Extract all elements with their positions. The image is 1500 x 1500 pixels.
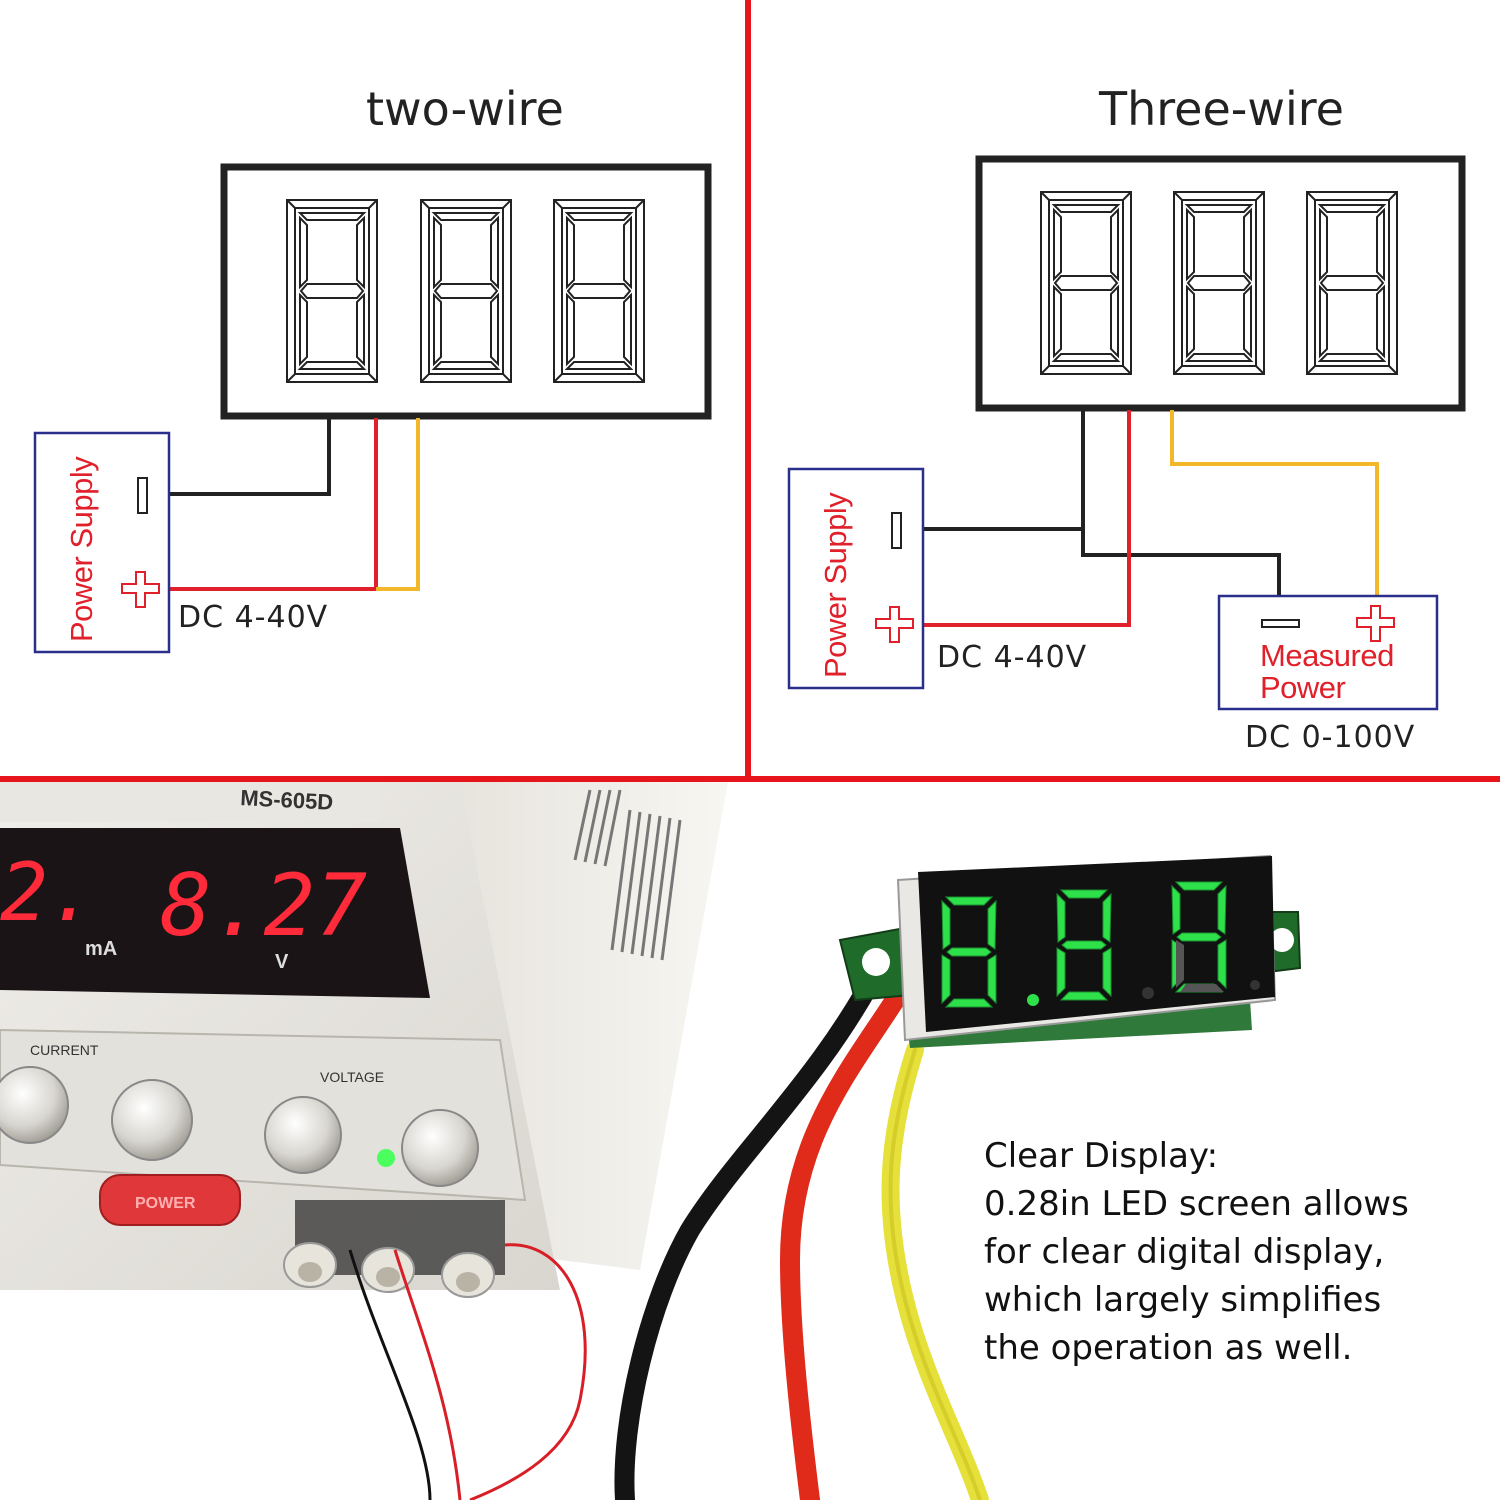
power-supply-label: Power Supply — [64, 456, 99, 642]
knob-current-fine[interactable] — [0, 1066, 69, 1144]
caption-line: for clear digital display, — [984, 1232, 1385, 1272]
cv-indicator-led — [377, 1149, 395, 1167]
knob-voltage-coarse[interactable] — [401, 1109, 479, 1187]
two-wire-power-supply-box — [33, 431, 171, 654]
two-wire-wires — [170, 418, 420, 591]
bench-unit-v: V — [275, 951, 289, 973]
power-supply-label: Power Supply — [818, 492, 853, 678]
bench-power-supply: MS-605D 2. 8.27 mA V CURRENT VOLTAGE POW… — [0, 782, 728, 1500]
two-wire-title: two-wire — [366, 82, 564, 136]
vertical-divider — [745, 0, 751, 780]
plus-terminal-icon — [121, 571, 160, 608]
caption-line: Clear Display: — [984, 1136, 1219, 1176]
horizontal-divider — [0, 776, 1500, 782]
knob-label-current: CURRENT — [30, 1042, 99, 1058]
three-wire-display-module — [975, 155, 1466, 412]
bench-current-readout: 2. — [0, 846, 96, 939]
knob-voltage-fine[interactable] — [264, 1096, 342, 1174]
three-wire-power-supply-box — [787, 467, 925, 690]
bench-unit-ma: mA — [85, 938, 117, 960]
measured-power-label: Measured Power — [1260, 638, 1394, 705]
caption-line: 0.28in LED screen allows — [984, 1184, 1409, 1224]
three-wire-title: Three-wire — [1099, 82, 1344, 136]
bench-model-label: MS-605D — [240, 785, 334, 815]
three-wire-wires — [924, 410, 1379, 627]
knob-current-coarse[interactable] — [111, 1079, 193, 1161]
two-wire-voltage-label: DC 4-40V — [178, 600, 329, 635]
plus-terminal-icon — [875, 606, 914, 643]
plus-terminal-icon — [1356, 605, 1395, 642]
power-button[interactable] — [99, 1174, 241, 1226]
minus-terminal-icon — [137, 477, 148, 514]
measured-voltage-label: DC 0-100V — [1245, 720, 1416, 755]
three-wire-voltage-label: DC 4-40V — [937, 640, 1088, 675]
minus-terminal-icon — [1261, 619, 1300, 628]
output-terminals[interactable] — [283, 1242, 495, 1298]
minus-terminal-icon — [891, 512, 902, 549]
caption-line: which largely simplifies — [984, 1280, 1382, 1320]
voltmeter-led-digits — [941, 881, 1260, 1008]
bench-voltage-readout: 8.27 — [160, 856, 367, 956]
knob-label-voltage: VOLTAGE — [320, 1069, 384, 1085]
two-wire-display-module — [220, 163, 712, 420]
power-button-label: POWER — [135, 1195, 196, 1212]
measured-power-box — [1217, 594, 1439, 711]
mini-voltmeter — [614, 854, 1302, 1500]
feature-caption: Clear Display: 0.28in LED screen allows … — [984, 1132, 1409, 1372]
caption-line: the operation as well. — [984, 1328, 1353, 1368]
